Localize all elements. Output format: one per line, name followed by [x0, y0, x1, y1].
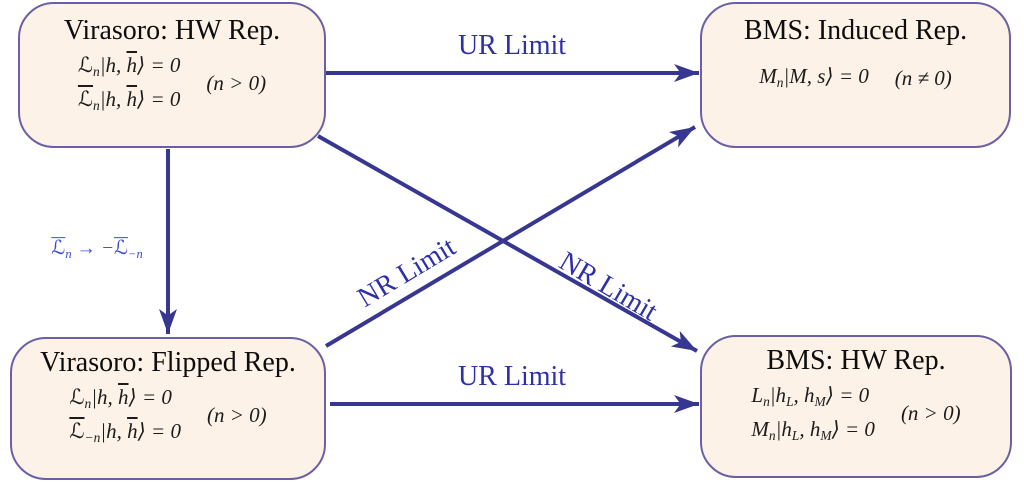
equation: Ln|hL, hM⟩ = 0 — [751, 383, 870, 410]
equation-condition: (n > 0) — [900, 401, 961, 426]
equation-block: ℒn|h, h⟩ = 0 ℒ−n|h, h⟩ = 0 (n > 0) — [69, 386, 266, 446]
equation-block: ℒn|h, h⟩ = 0 ℒn|h, h⟩ = 0 (n > 0) — [78, 54, 266, 114]
equation: ℒn|h, h⟩ = 0 — [77, 53, 181, 80]
node-bms-hw: BMS: HW Rep. Ln|hL, hM⟩ = 0 Mn|hL, hM⟩ =… — [700, 335, 1012, 478]
edge-nr-up-arrow — [324, 125, 697, 348]
equation-condition: (n > 0) — [206, 403, 267, 428]
node-bms-induced: BMS: Induced Rep. Mn|M, s⟩ = 0 (n ≠ 0) — [700, 2, 1011, 148]
edge-label-ur-top: UR Limit — [457, 30, 567, 61]
node-title: BMS: Induced Rep. — [743, 15, 968, 46]
equation: Mn|M, s⟩ = 0 — [759, 64, 869, 91]
equation: ℒn|h, h⟩ = 0 — [69, 385, 172, 412]
node-title: BMS: HW Rep. — [766, 345, 946, 376]
equation: ℒ−n|h, h⟩ = 0 — [69, 419, 181, 446]
edge-label-ur-bottom: UR Limit — [457, 361, 567, 392]
equation-condition: (n ≠ 0) — [894, 65, 952, 90]
node-title: Virasoro: Flipped Rep. — [40, 347, 296, 378]
edge-nr-down-arrow — [317, 134, 698, 353]
equation-block: Mn|M, s⟩ = 0 (n ≠ 0) — [759, 65, 952, 91]
equation-block: Ln|hL, hM⟩ = 0 Mn|hL, hM⟩ = 0 (n > 0) — [751, 384, 960, 444]
node-virasoro-hw: Virasoro: HW Rep. ℒn|h, h⟩ = 0 ℒn|h, h⟩ … — [18, 2, 326, 148]
node-virasoro-flipped: Virasoro: Flipped Rep. ℒn|h, h⟩ = 0 ℒ−n|… — [10, 337, 326, 480]
equation-condition: (n > 0) — [206, 71, 267, 96]
edge-label-flip-map: ℒn → −ℒ−n — [51, 238, 143, 261]
equation: Mn|hL, hM⟩ = 0 — [751, 417, 875, 444]
node-title: Virasoro: HW Rep. — [63, 15, 281, 46]
equation: ℒn|h, h⟩ = 0 — [77, 87, 181, 114]
